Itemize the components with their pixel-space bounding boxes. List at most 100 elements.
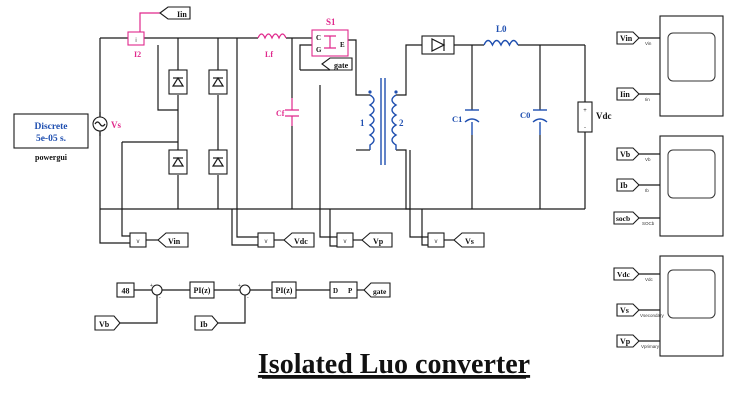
- from-gate-top-label: gate: [334, 61, 349, 70]
- goto-gate-ctrl-label: gate: [373, 287, 387, 296]
- vdc-load-label: Vdc: [596, 111, 612, 121]
- diagram-title: Isolated Luo converter: [258, 349, 530, 380]
- scope-2-input-1-tag: Vb: [620, 150, 631, 159]
- meas-vin[interactable]: v: [129, 232, 147, 248]
- goto-gate-ctrl[interactable]: gate: [363, 282, 391, 298]
- goto-vs-label: Vs: [465, 237, 474, 246]
- pi-2-label: PI(z): [276, 286, 293, 295]
- inductor-l0[interactable]: [483, 39, 519, 47]
- meas-vdc-port: v: [265, 239, 268, 245]
- goto-iin-label: Iin: [177, 10, 187, 19]
- scope-2-input-2-tag: Ib: [620, 181, 628, 190]
- pwm-d-port: D: [333, 287, 338, 295]
- scope-1-input-1-signal: Vin: [645, 41, 652, 46]
- load-vdc[interactable]: + -: [577, 101, 593, 133]
- c1-label: C1: [452, 114, 462, 124]
- scope-1-input-2-signal: Iin: [645, 97, 650, 102]
- winding-2-label: 2: [399, 118, 404, 128]
- s1-g-port: G: [316, 46, 322, 54]
- goto-vdc-label: Vdc: [294, 237, 308, 246]
- capacitor-c1[interactable]: [464, 109, 480, 135]
- sum-2-plus: +: [238, 283, 241, 289]
- from-vb-label: Vb: [99, 320, 110, 329]
- scope-2-input-3-tag: socb: [616, 214, 630, 223]
- c0-label: C0: [520, 110, 530, 120]
- scope-3-input-1[interactable]: Vdc Vdc: [613, 267, 660, 282]
- meas-vp-port: v: [344, 239, 347, 245]
- measurement-wiring: [99, 38, 428, 247]
- input-wiring: [99, 37, 586, 210]
- scope-2-input-1[interactable]: Vb Vb: [616, 147, 660, 162]
- powergui-label: powergui: [35, 153, 68, 162]
- scope-2[interactable]: [659, 135, 724, 237]
- switch-s1[interactable]: C G E: [311, 29, 349, 57]
- sum-1[interactable]: + -: [150, 283, 163, 301]
- sum-1-plus: +: [150, 283, 153, 289]
- sum-2[interactable]: + -: [238, 283, 251, 301]
- goto-vin-label: Vin: [168, 237, 181, 246]
- scope-3-input-3-tag: Vp: [620, 337, 631, 346]
- from-gate-top[interactable]: gate: [321, 57, 353, 71]
- current-meter-i2[interactable]: i: [127, 31, 145, 46]
- pi-1-label: PI(z): [194, 286, 211, 295]
- scope-1[interactable]: [659, 15, 724, 117]
- from-vb[interactable]: Vb: [94, 315, 121, 331]
- powergui-line2: 5e-05 s.: [36, 134, 66, 144]
- scope-2-input-2-signal: Ib: [645, 188, 649, 193]
- scope-3-input-3-signal: Vprimary: [641, 344, 660, 349]
- capacitor-c0[interactable]: [532, 109, 548, 135]
- sum-2-minus: -: [247, 295, 249, 301]
- diode-bridge[interactable]: [168, 69, 228, 175]
- goto-vin[interactable]: Vin: [157, 232, 189, 248]
- scope-2-input-2[interactable]: Ib Ib: [616, 178, 660, 193]
- scope-3[interactable]: [659, 255, 724, 357]
- inductor-lf[interactable]: [257, 33, 287, 40]
- pwm-p-port: P: [348, 287, 353, 295]
- scope-3-input-1-signal: Vdc: [645, 277, 654, 282]
- voltage-source-vs[interactable]: [92, 112, 108, 136]
- goto-vp-label: Vp: [373, 237, 384, 246]
- constant-48-value: 48: [122, 287, 130, 296]
- scope-3-input-1-tag: Vdc: [617, 270, 631, 279]
- winding-1-label: 1: [360, 118, 365, 128]
- goto-vs[interactable]: Vs: [453, 232, 485, 248]
- meas-vdc[interactable]: v: [257, 232, 275, 248]
- control-wiring: [120, 289, 364, 324]
- output-diode[interactable]: [421, 35, 455, 55]
- i2-label: I2: [134, 50, 141, 59]
- capacitor-cf[interactable]: [285, 98, 299, 126]
- scope-2-input-3[interactable]: socb SOCb: [613, 211, 660, 226]
- scope-3-input-2[interactable]: Vs Vsecondary: [616, 303, 665, 318]
- svg-text:-: -: [584, 125, 586, 131]
- svg-text:+: +: [583, 108, 587, 114]
- goto-iin[interactable]: Iin: [159, 6, 191, 20]
- l0-label: L0: [496, 24, 507, 34]
- pi-controller-1[interactable]: PI(z): [189, 281, 215, 299]
- sum-1-minus: -: [159, 295, 161, 301]
- scope-1-input-1-tag: Vin: [620, 34, 633, 43]
- pwm-generator[interactable]: D P: [329, 281, 358, 299]
- goto-vdc[interactable]: Vdc: [283, 232, 315, 248]
- constant-48[interactable]: 48: [116, 282, 135, 298]
- scope-3-input-2-signal: Vsecondary: [640, 313, 665, 318]
- scope-1-input-2[interactable]: Iin Iin: [616, 87, 660, 102]
- from-ib-label: Ib: [200, 320, 208, 329]
- cf-label: Cf: [276, 109, 285, 118]
- scope-1-input-2-tag: Iin: [620, 90, 630, 99]
- scope-3-input-3[interactable]: Vp Vprimary: [616, 334, 660, 349]
- s1-label: S1: [326, 17, 336, 27]
- meas-vs[interactable]: v: [427, 232, 445, 248]
- meas-vs-port: v: [435, 239, 438, 245]
- transformer[interactable]: [368, 78, 398, 165]
- scope-2-input-3-signal: SOCb: [642, 221, 655, 226]
- from-ib[interactable]: Ib: [194, 315, 219, 331]
- scope-2-input-1-signal: Vb: [645, 157, 651, 162]
- goto-vp[interactable]: Vp: [361, 232, 393, 248]
- pi-controller-2[interactable]: PI(z): [271, 281, 297, 299]
- powergui-line1: Discrete: [34, 122, 67, 132]
- meas-vp[interactable]: v: [336, 232, 354, 248]
- scope-3-input-2-tag: Vs: [620, 306, 629, 315]
- powergui-block[interactable]: Discrete 5e-05 s.: [13, 113, 89, 149]
- scope-1-input-1[interactable]: Vin Vin: [616, 31, 660, 46]
